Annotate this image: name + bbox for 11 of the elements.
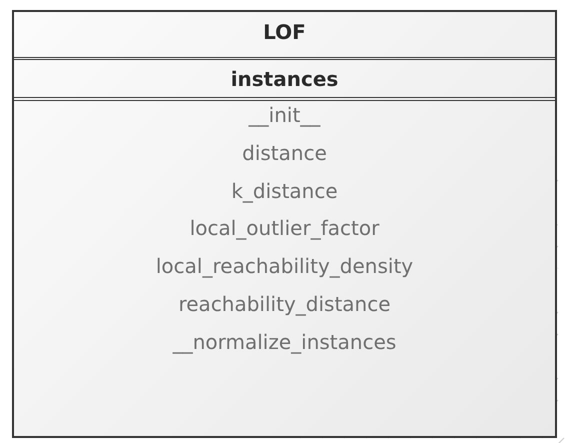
- method-name: __init__: [248, 102, 322, 128]
- class-box: [12, 10, 557, 438]
- method-name: reachability_distance: [177, 291, 392, 317]
- method-name: local_outlier_factor: [188, 215, 380, 242]
- method-name: k_distance: [230, 178, 339, 204]
- method-name: local_reachability_density: [154, 253, 414, 280]
- class-name: LOF: [262, 19, 307, 45]
- method-name: distance: [241, 140, 328, 166]
- attribute-compartment: [14, 57, 555, 101]
- method-name: __normalize_instances: [172, 328, 398, 355]
- attribute-name: instances: [230, 66, 340, 92]
